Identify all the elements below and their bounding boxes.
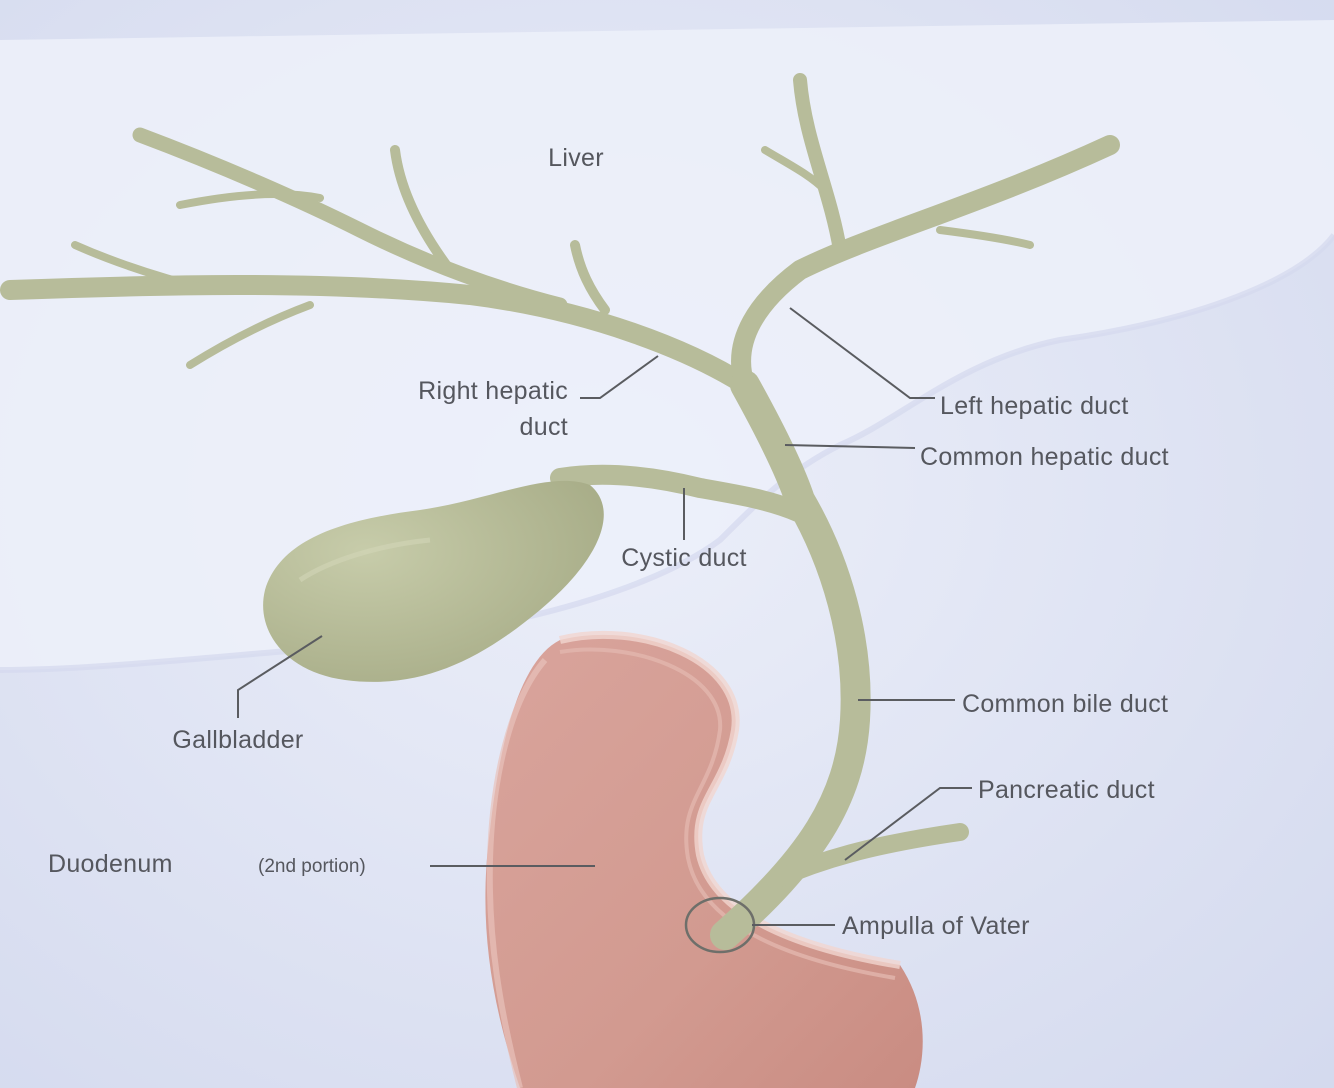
label-right-hepatic-line1: Right hepatic — [418, 377, 568, 405]
label-liver: Liver — [548, 144, 604, 172]
label-right-hepatic-line2: duct — [520, 413, 568, 441]
label-left-hepatic-duct: Left hepatic duct — [940, 392, 1129, 420]
label-common-hepatic-duct: Common hepatic duct — [920, 443, 1169, 471]
label-cystic-duct: Cystic duct — [621, 544, 747, 572]
label-pancreatic-duct: Pancreatic duct — [978, 776, 1155, 804]
label-common-bile-duct: Common bile duct — [962, 690, 1168, 718]
label-duodenum: Duodenum — [48, 850, 173, 878]
label-ampulla-of-vater: Ampulla of Vater — [842, 912, 1030, 940]
label-gallbladder: Gallbladder — [172, 726, 303, 754]
label-duodenum-note: (2nd portion) — [258, 856, 366, 877]
